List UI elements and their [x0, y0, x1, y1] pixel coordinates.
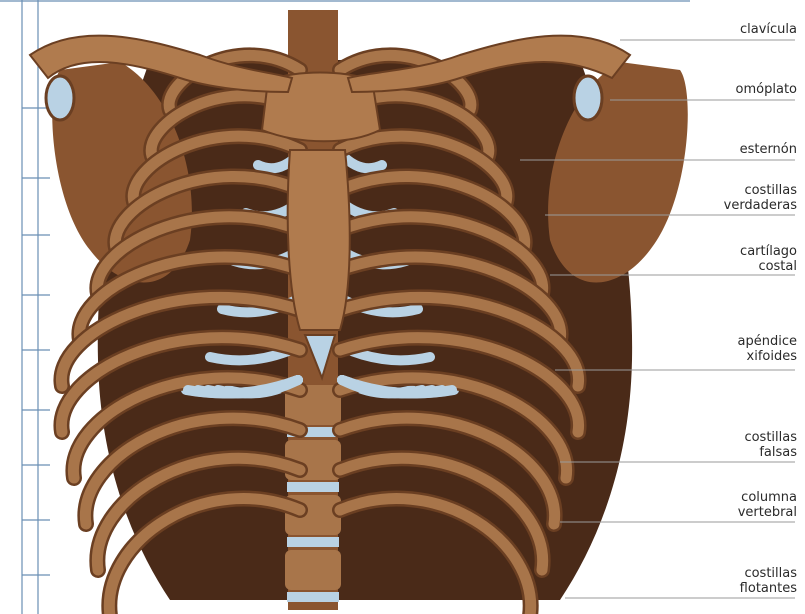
label-costillas-verdaderas: costillas verdaderas	[724, 183, 797, 213]
label-esternon: esternón	[740, 142, 797, 157]
label-costillas-flotantes: costillas flotantes	[740, 566, 797, 596]
left-glenoid	[46, 76, 74, 120]
label-costillas-falsas: costillas falsas	[744, 430, 797, 460]
label-clavicula: clavícula	[740, 22, 797, 37]
right-glenoid	[574, 76, 602, 120]
label-columna-vertebral: columna vertebral	[738, 490, 797, 520]
label-cartilago-costal: cartílago costal	[740, 244, 797, 274]
label-omoplato: omóplato	[736, 82, 797, 97]
label-apendice-xifoides: apéndice xifoides	[738, 334, 797, 364]
